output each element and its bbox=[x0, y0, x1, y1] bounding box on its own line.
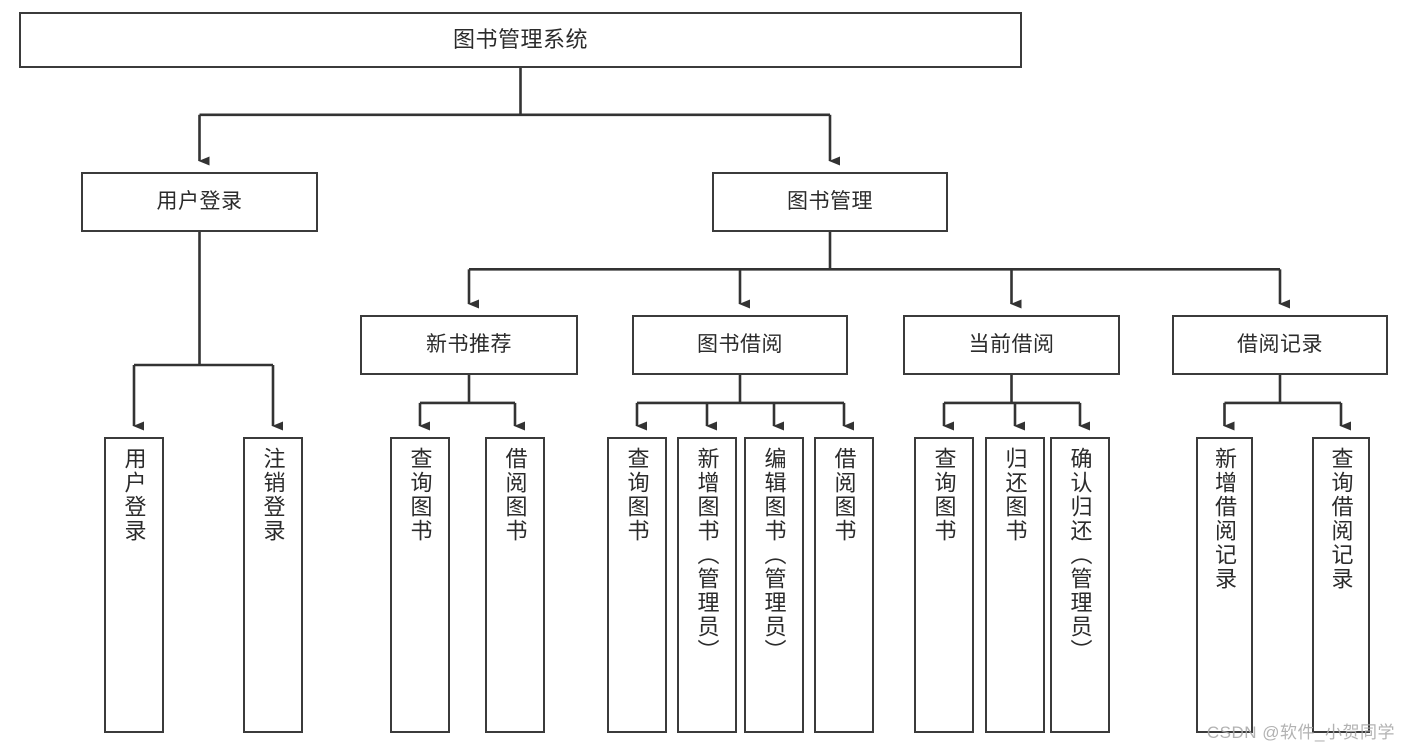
node-user-login[interactable]: 用户登录 bbox=[81, 172, 318, 232]
node-leaf-query-book-2[interactable]: 查询图书 bbox=[607, 437, 667, 733]
node-root[interactable]: 图书管理系统 bbox=[19, 12, 1022, 68]
node-leaf-add-borrow-record[interactable]: 新增借阅记录 bbox=[1196, 437, 1253, 733]
node-label: 查询图书 bbox=[931, 447, 957, 543]
node-label: 归还图书 bbox=[1002, 447, 1028, 543]
node-leaf-user-login[interactable]: 用户登录 bbox=[104, 437, 164, 733]
node-label: 新书推荐 bbox=[426, 332, 512, 356]
node-label: 用户登录 bbox=[156, 189, 243, 213]
node-book-manage[interactable]: 图书管理 bbox=[712, 172, 948, 232]
node-label: 当前借阅 bbox=[968, 332, 1055, 356]
node-leaf-confirm-return[interactable]: 确认归还（管理员） bbox=[1050, 437, 1110, 733]
node-label: 查询图书 bbox=[624, 447, 650, 543]
node-label: 用户登录 bbox=[121, 447, 147, 543]
node-leaf-borrow-book-1[interactable]: 借阅图书 bbox=[485, 437, 545, 733]
node-label: 图书借阅 bbox=[697, 332, 783, 356]
node-label: 确认归还（管理员） bbox=[1067, 447, 1093, 663]
node-label: 编辑图书（管理员） bbox=[761, 447, 787, 663]
node-leaf-edit-book[interactable]: 编辑图书（管理员） bbox=[744, 437, 804, 733]
node-label: 查询图书 bbox=[407, 447, 433, 543]
node-label: 新增图书（管理员） bbox=[694, 447, 720, 663]
node-leaf-query-book-1[interactable]: 查询图书 bbox=[390, 437, 450, 733]
node-leaf-query-borrow-record[interactable]: 查询借阅记录 bbox=[1312, 437, 1370, 733]
node-label: 借阅图书 bbox=[502, 447, 528, 543]
node-label: 借阅记录 bbox=[1237, 332, 1323, 356]
node-leaf-return-book[interactable]: 归还图书 bbox=[985, 437, 1045, 733]
node-leaf-add-book[interactable]: 新增图书（管理员） bbox=[677, 437, 737, 733]
node-leaf-borrow-book-2[interactable]: 借阅图书 bbox=[814, 437, 874, 733]
node-label: 图书管理 bbox=[787, 189, 873, 213]
node-label: 查询借阅记录 bbox=[1328, 447, 1354, 591]
node-label: 借阅图书 bbox=[831, 447, 857, 543]
node-new-book-recommend[interactable]: 新书推荐 bbox=[360, 315, 578, 375]
node-leaf-logout-login[interactable]: 注销登录 bbox=[243, 437, 303, 733]
node-leaf-query-book-3[interactable]: 查询图书 bbox=[914, 437, 974, 733]
node-current-borrow[interactable]: 当前借阅 bbox=[903, 315, 1120, 375]
node-borrow-record[interactable]: 借阅记录 bbox=[1172, 315, 1388, 375]
node-label: 注销登录 bbox=[260, 447, 286, 543]
node-label: 图书管理系统 bbox=[452, 27, 588, 53]
node-book-borrow[interactable]: 图书借阅 bbox=[632, 315, 848, 375]
node-label: 新增借阅记录 bbox=[1212, 447, 1238, 591]
